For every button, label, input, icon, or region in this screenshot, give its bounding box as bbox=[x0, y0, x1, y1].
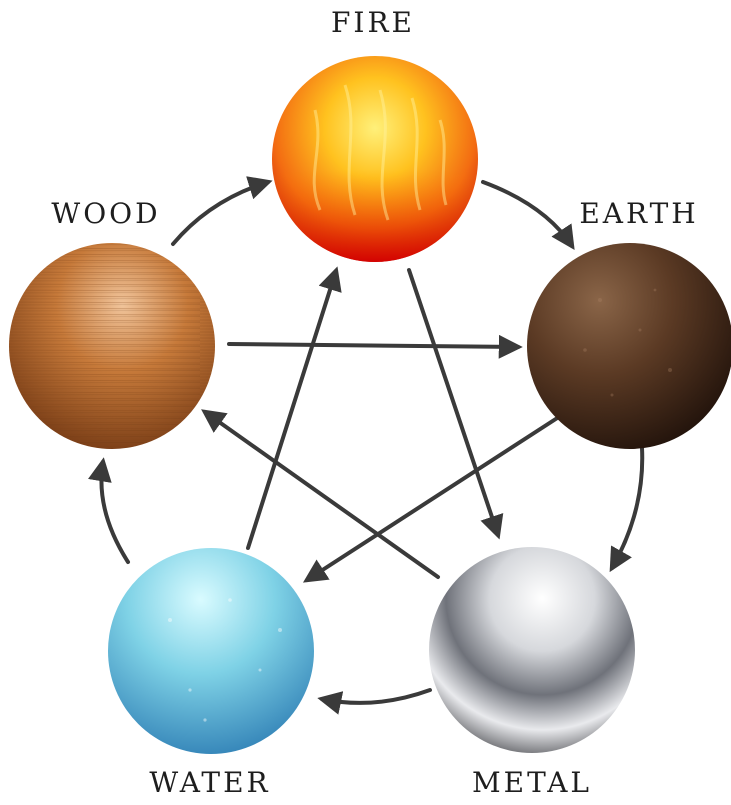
metal-sphere bbox=[429, 547, 635, 753]
arrow-water-to-fire bbox=[248, 271, 336, 548]
wood-label: WOOD bbox=[51, 197, 160, 230]
arrow-fire-to-metal bbox=[409, 270, 498, 535]
arrow-fire-to-earth bbox=[483, 182, 572, 246]
arrow-water-to-wood bbox=[101, 462, 128, 562]
water-label: WATER bbox=[149, 766, 270, 799]
arrow-metal-to-water bbox=[322, 690, 430, 703]
wood-sphere bbox=[9, 243, 215, 449]
arrow-wood-to-earth bbox=[229, 344, 518, 347]
metal-label: METAL bbox=[472, 766, 592, 799]
fire-sphere bbox=[272, 56, 478, 262]
arrow-wood-to-fire bbox=[173, 182, 268, 244]
arrow-earth-to-metal bbox=[612, 448, 642, 568]
earth-sphere bbox=[527, 243, 731, 449]
fire-label: FIRE bbox=[331, 6, 415, 39]
earth-label: EARTH bbox=[579, 197, 698, 230]
water-sphere bbox=[108, 548, 314, 754]
controlling-cycle-arrows bbox=[205, 270, 565, 580]
